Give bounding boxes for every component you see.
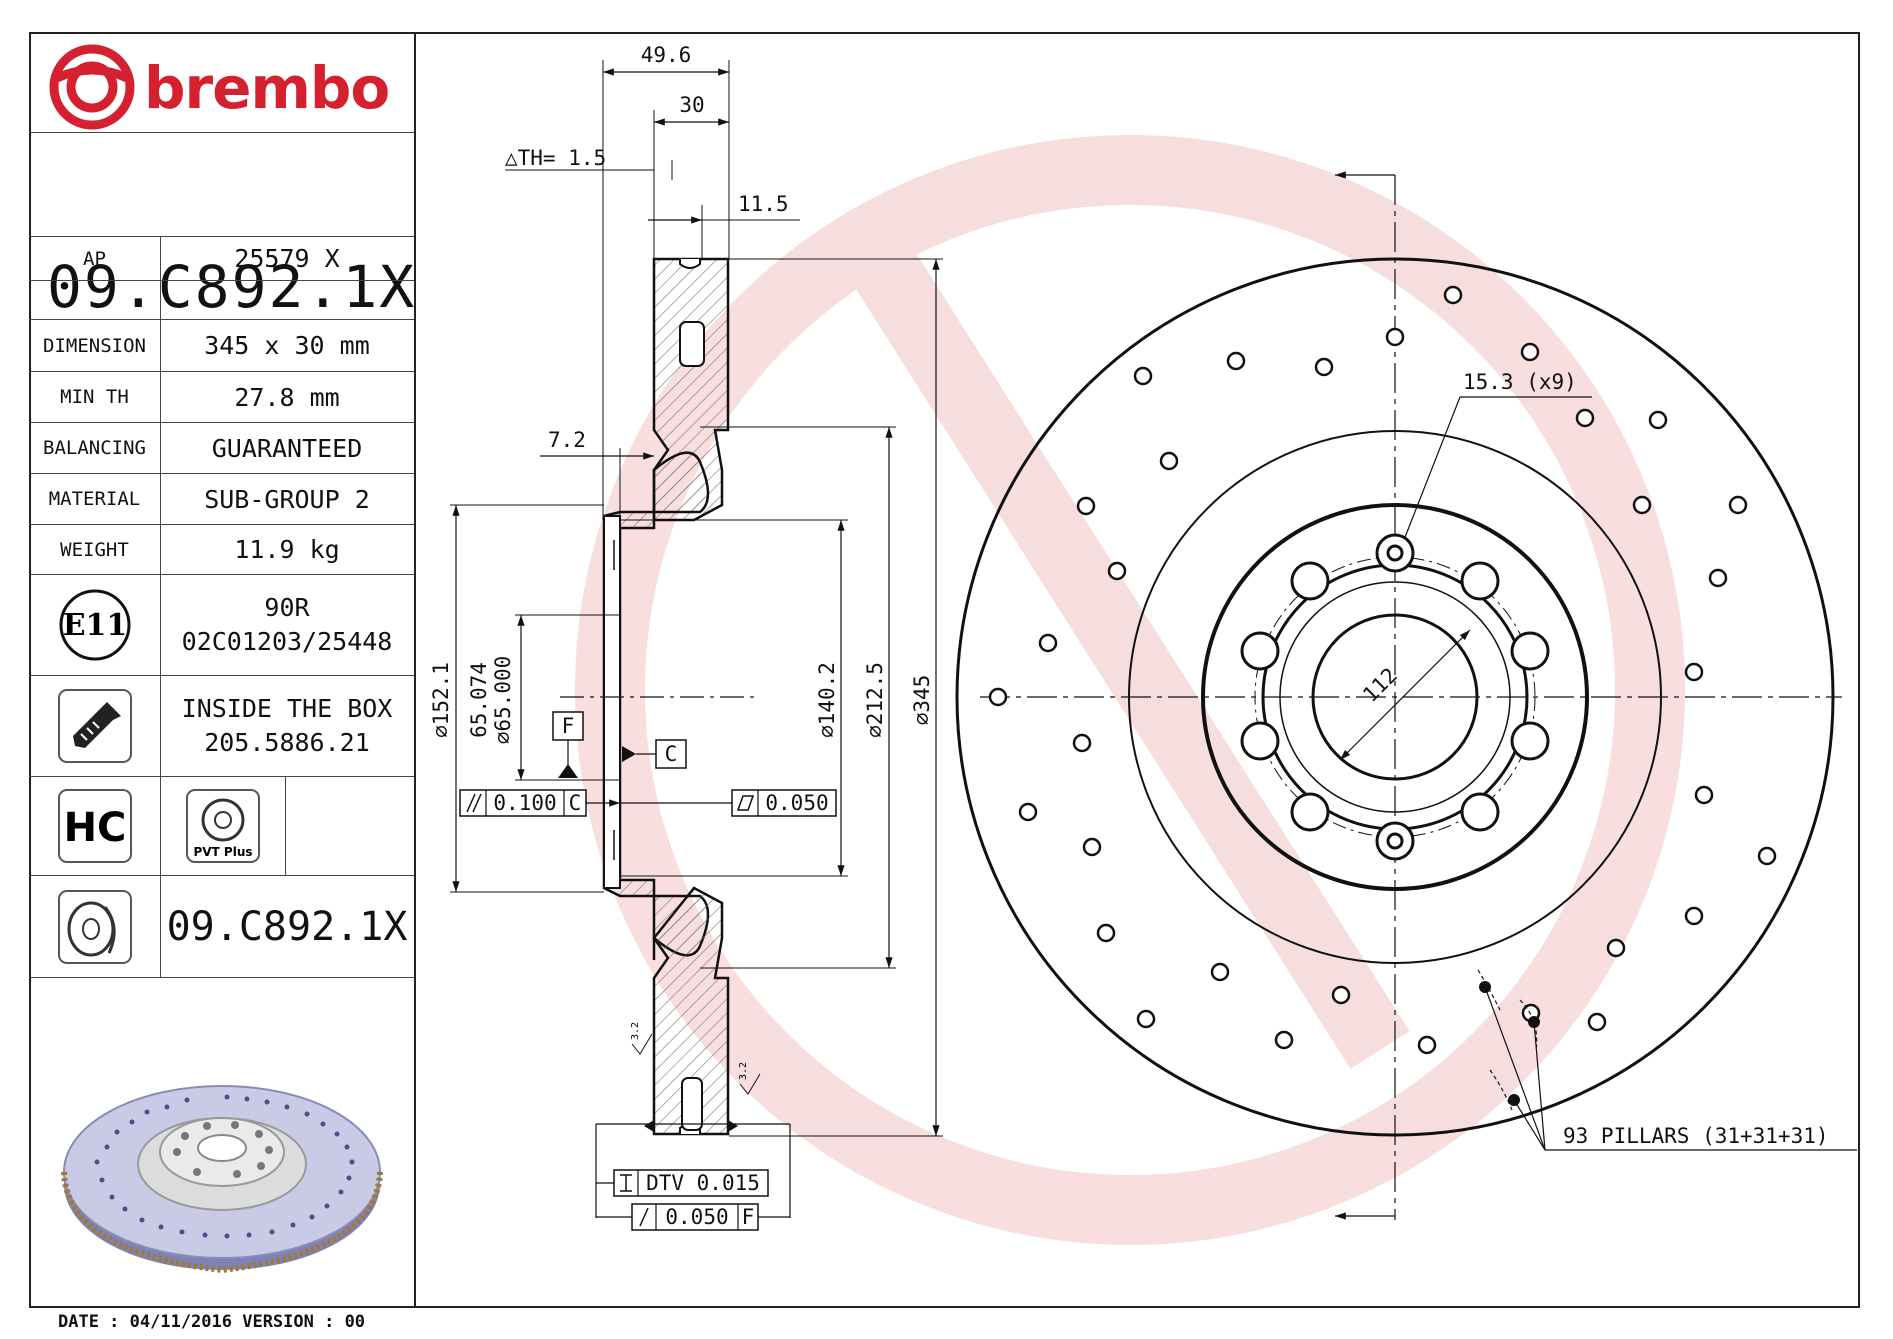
disc-3d-render: [61, 1085, 383, 1274]
spec-value: SUB-GROUP 2: [204, 484, 370, 514]
disc-side-cell: [29, 876, 161, 977]
brand-name: brembo: [144, 54, 390, 122]
spec-label: WEIGHT: [29, 525, 161, 574]
section-view: 49.6 30 △TH= 1.5 11.5 7.2 ⌀152.1 65.074 …: [429, 43, 943, 1231]
spec-value: GUARANTEED: [211, 433, 363, 463]
hc-badge-text: HC: [63, 805, 126, 851]
bottom-part-row: 09.C892.1X: [29, 876, 414, 978]
tol-parallel-value: 0.100: [493, 791, 556, 815]
pvt-cell: PVT Plus: [160, 777, 286, 875]
e11-line1: 90R: [264, 593, 310, 622]
dim-dia-212: ⌀212.5: [863, 662, 887, 738]
e11-values: 90R 02C01203/25448: [160, 575, 414, 675]
hc-cell: HC: [29, 777, 161, 875]
drawing-frame: [29, 32, 1860, 1308]
tol-parallel-frame: 0.100 C: [459, 789, 620, 817]
spec-label: MIN TH: [29, 372, 161, 422]
tol-dtv-frame: DTV 0.015: [595, 1120, 791, 1218]
info-panel: brembo 09.C892.1X AP 25579 X DIMENSION 3…: [29, 32, 416, 1308]
spec-label: AP: [29, 237, 161, 280]
spec-row-balancing: BALANCING GUARANTEED: [29, 423, 414, 474]
e11-cell: E11: [29, 575, 161, 675]
inside-box-row: INSIDE THE BOX 205.5886.21: [29, 676, 414, 777]
footer-date-version: DATE : 04/11/2016 VERSION : 00: [58, 1312, 366, 1332]
screw-cell: [29, 676, 161, 776]
spec-value: 11.9 kg: [234, 535, 340, 564]
inside-box-line1: INSIDE THE BOX: [181, 694, 393, 723]
spec-label: DIMENSION: [29, 320, 161, 371]
roughness-2: 3.2: [738, 1062, 749, 1080]
spec-row-ap: AP 25579 X: [29, 237, 414, 320]
dim-30: 30: [679, 93, 704, 117]
datum-c: C: [665, 742, 678, 766]
tol-flatness-frame: 0.050: [620, 789, 837, 817]
hc-row: HC PVT Plus: [29, 777, 414, 876]
disc-side-icon: [57, 889, 132, 964]
dim-11-5: 11.5: [738, 192, 789, 216]
dim-dia-65-000: ⌀65.000: [491, 656, 515, 745]
pvt-plus-icon: PVT Plus: [185, 789, 260, 863]
part-number: 09.C892.1X: [47, 253, 417, 321]
bolt-holes: [1240, 533, 1550, 861]
hole-callout: 15.3 (x9): [1399, 370, 1592, 551]
e11-badge-icon: E11: [59, 589, 130, 661]
pillars-detail: 93 PILLARS (31+31+31): [1477, 969, 1857, 1151]
dim-7-2: 7.2: [548, 428, 586, 452]
pvt-plus-label: PVT Plus: [193, 845, 252, 859]
spec-label: BALANCING: [29, 423, 161, 473]
dim-49-6: 49.6: [641, 43, 692, 67]
e11-badge-text: E11: [62, 608, 127, 643]
dim-th: △TH= 1.5: [505, 146, 606, 170]
bottom-part-number: 09.C892.1X: [166, 903, 408, 950]
tol-runout-frame: 0.050 F: [596, 1203, 790, 1231]
spec-row-min-th: MIN TH 27.8 mm: [29, 372, 414, 423]
pillars-label: 93 PILLARS (31+31+31): [1563, 1124, 1829, 1148]
hole-callout-text: 15.3 (x9): [1463, 370, 1577, 394]
spec-value: 25579 X: [234, 244, 340, 273]
drilled-holes: [988, 285, 1777, 1055]
dim-dia-152: ⌀152.1: [429, 662, 453, 738]
tol-dtv-value: DTV 0.015: [646, 1171, 760, 1195]
tol-runout-value: 0.050: [665, 1205, 728, 1229]
part-number-row: 09.C892.1X: [29, 133, 414, 321]
dim-dia-140: ⌀140.2: [815, 662, 839, 738]
tol-flat-value: 0.050: [765, 791, 828, 815]
inside-box-values: INSIDE THE BOX 205.5886.21: [160, 676, 414, 776]
screw-icon: [57, 689, 132, 763]
spec-value: 27.8 mm: [234, 382, 340, 412]
tol-parallel-ref: C: [569, 791, 582, 815]
logo-row: brembo: [29, 32, 414, 133]
hc-badge-icon: HC: [57, 789, 132, 863]
datum-f: F: [562, 714, 575, 738]
dim-dia-65-074: 65.074: [467, 662, 491, 738]
e11-line2: 02C01203/25448: [181, 627, 393, 656]
spec-value: 345 x 30 mm: [204, 331, 370, 360]
brembo-logo-icon: [49, 44, 135, 130]
e11-row: E11 90R 02C01203/25448: [29, 575, 414, 676]
spec-row-material: MATERIAL SUB-GROUP 2: [29, 474, 414, 525]
dim-dia-345: ⌀345: [910, 675, 934, 726]
spec-row-dimension: DIMENSION 345 x 30 mm: [29, 320, 414, 372]
spec-row-weight: WEIGHT 11.9 kg: [29, 525, 414, 575]
tol-runout-ref: F: [742, 1205, 755, 1229]
spec-label: MATERIAL: [29, 474, 161, 524]
roughness-1: 3.2: [630, 1022, 641, 1040]
inside-box-line2: 205.5886.21: [204, 728, 370, 757]
